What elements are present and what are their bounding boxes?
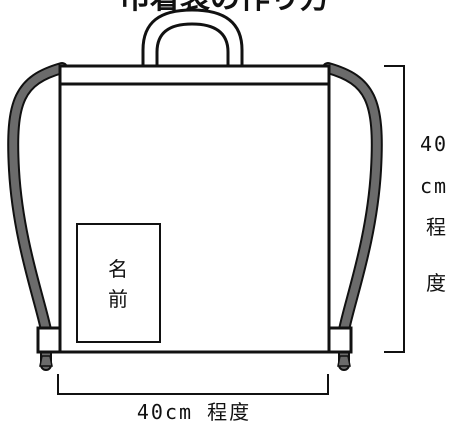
- height-approx-2: 度: [426, 271, 446, 295]
- right-cord-fill: [324, 64, 381, 369]
- name-tag: [76, 223, 161, 343]
- left-corner-tab: [36, 326, 62, 354]
- diagram-title: 巾着袋の作り方: [120, 0, 330, 16]
- height-bracket: [384, 65, 405, 353]
- handle-loop-inner: [155, 22, 230, 66]
- height-approx-1: 程: [426, 215, 446, 239]
- right-corner-tab: [327, 326, 353, 354]
- name-tag-char-2: 前: [108, 287, 128, 311]
- height-unit: cm: [420, 174, 448, 198]
- width-bracket: [57, 374, 329, 395]
- name-tag-char-1: 名: [108, 257, 128, 281]
- width-label: 40cm 程度: [137, 400, 251, 424]
- handle-loop: [141, 8, 244, 66]
- height-value: 40: [420, 132, 448, 156]
- left-cord-knot: [39, 355, 53, 367]
- left-cord-fill: [9, 64, 66, 369]
- right-cord-knot: [337, 355, 351, 367]
